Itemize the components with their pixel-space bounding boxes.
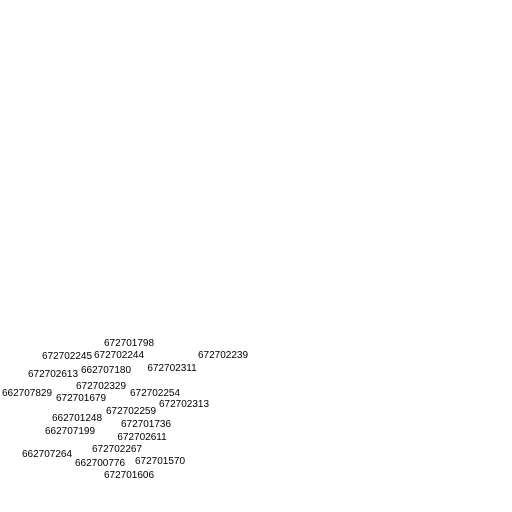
parcel-label: 672701736 [120,419,172,430]
parcel-label: 672702244 [93,350,145,361]
parcel-label: 662707264 [21,449,73,460]
parcel-label: 672702313 [158,399,210,410]
parcel-label: 672701570 [134,456,186,467]
parcel-label: 672702613 [27,369,79,380]
parcel-label: 672702259 [105,406,157,417]
parcel-label: 672701679 [55,393,107,404]
parcel-label: 662707829 [1,388,53,399]
parcel-label: 672702611 [117,432,167,443]
parcel-label: 672702254 [129,388,181,399]
parcel-label: 672701606 [103,470,155,481]
parcel-label: 662707199 [44,426,96,437]
parcel-label: 672701798 [103,338,155,349]
parcel-label: 672702239 [197,350,249,361]
parcel-label: 662701248 [51,413,103,424]
parcel-label: 672702329 [75,381,127,392]
parcel-label: 662700776 [74,458,126,469]
parcel-label: 672702311 [147,363,197,374]
parcel-label: 672702245 [41,351,93,362]
parcel-label: 672702267 [91,444,143,455]
parcel-label: 662707180 [80,365,132,376]
